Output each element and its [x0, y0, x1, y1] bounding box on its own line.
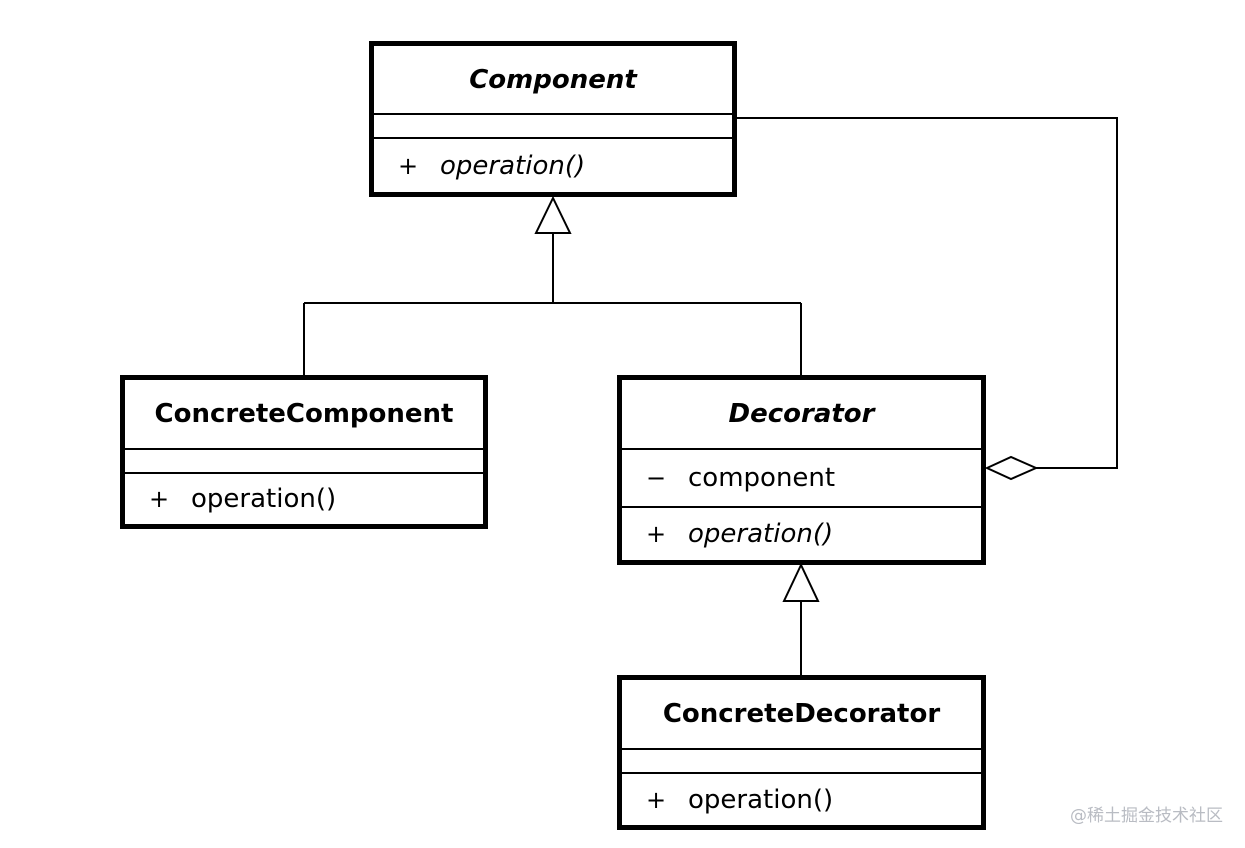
operation-member: + operation() — [374, 139, 732, 192]
watermark: @稀土掘金技术社区 — [1070, 806, 1223, 826]
attributes-compartment: − component — [622, 450, 981, 508]
visibility-marker: + — [646, 520, 667, 548]
component-inheritance-arrowhead — [534, 195, 572, 234]
attribute-label: component — [688, 463, 836, 493]
class-name: ConcreteComponent — [125, 380, 483, 450]
visibility-marker: + — [646, 785, 667, 814]
operations-compartment: + operation() — [374, 139, 732, 192]
attribute-member: − component — [622, 450, 981, 506]
class-decorator: Decorator − component + operation() — [617, 375, 986, 565]
class-concrete-component: ConcreteComponent + operation() — [120, 375, 488, 529]
operation-label: operation() — [688, 784, 834, 815]
operation-member: + operation() — [622, 508, 981, 560]
class-concrete-decorator: ConcreteDecorator + operation() — [617, 675, 986, 830]
visibility-marker: − — [646, 464, 667, 492]
attributes-compartment — [374, 115, 732, 139]
aggregation-diamond — [984, 455, 1039, 481]
operations-compartment: + operation() — [622, 774, 981, 825]
class-name: Decorator — [622, 380, 981, 450]
operation-member: + operation() — [125, 474, 483, 524]
attributes-compartment — [622, 750, 981, 774]
class-component: Component + operation() — [369, 41, 737, 197]
operation-label: operation() — [440, 150, 586, 181]
class-name: Component — [374, 46, 732, 115]
visibility-marker: + — [398, 151, 419, 180]
operation-label: operation() — [688, 519, 834, 549]
decorator-inheritance-arrowhead — [782, 562, 820, 602]
operations-compartment: + operation() — [622, 508, 981, 560]
operation-label: operation() — [191, 484, 337, 514]
attributes-compartment — [125, 450, 483, 474]
aggregation-line — [737, 117, 1118, 469]
operation-member: + operation() — [622, 774, 981, 825]
class-name: ConcreteDecorator — [622, 680, 981, 750]
operations-compartment: + operation() — [125, 474, 483, 524]
visibility-marker: + — [149, 485, 170, 513]
